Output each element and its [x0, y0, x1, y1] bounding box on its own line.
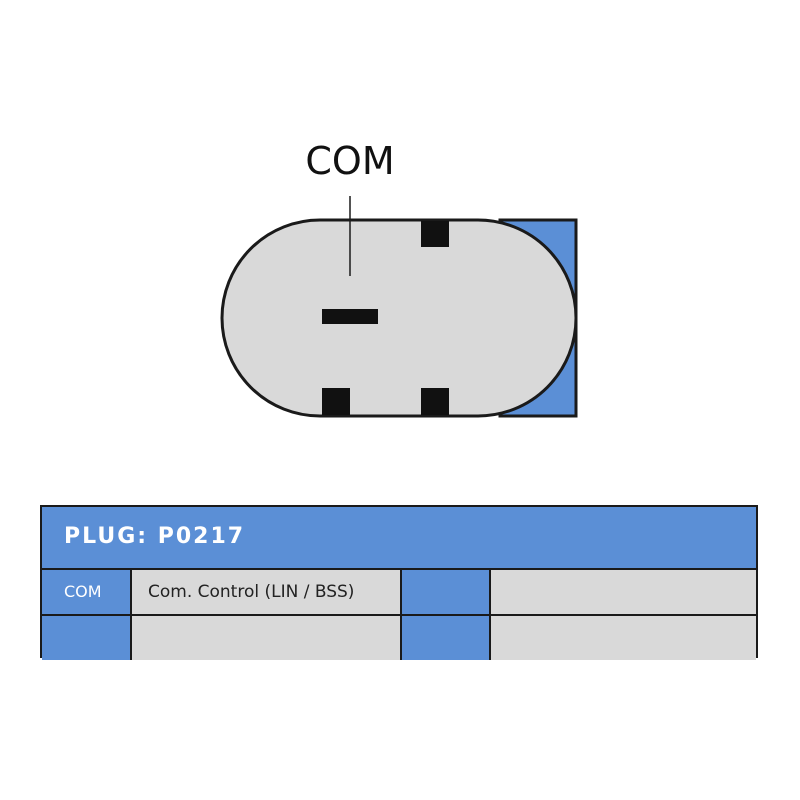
table-row — [42, 616, 756, 660]
terminal-top — [421, 221, 449, 247]
connector-diagram: COM — [220, 139, 578, 418]
terminal-bottom-left — [322, 388, 350, 415]
function-cell-2 — [491, 570, 756, 614]
pin-name: COM — [64, 582, 102, 601]
pin-function: Com. Control (LIN / BSS) — [148, 582, 355, 602]
function-cell-2 — [491, 616, 756, 660]
pin-label-com: COM — [305, 139, 394, 183]
terminal-com — [322, 309, 378, 324]
pin-cell-2 — [402, 570, 491, 614]
pin-table: PLUG: P0217 COM Com. Control (LIN / BSS) — [40, 505, 758, 660]
plug-header: PLUG: P0217 — [42, 507, 756, 570]
plug-title: PLUG: P0217 — [64, 524, 246, 549]
function-cell — [132, 616, 402, 660]
function-cell: Com. Control (LIN / BSS) — [132, 570, 402, 614]
table-row: COM Com. Control (LIN / BSS) — [42, 570, 756, 616]
pin-cell: COM — [42, 570, 132, 614]
connector-body — [220, 218, 578, 418]
pin-cell-2 — [402, 616, 491, 660]
terminal-bottom-right — [421, 388, 449, 415]
pin-cell — [42, 616, 132, 660]
